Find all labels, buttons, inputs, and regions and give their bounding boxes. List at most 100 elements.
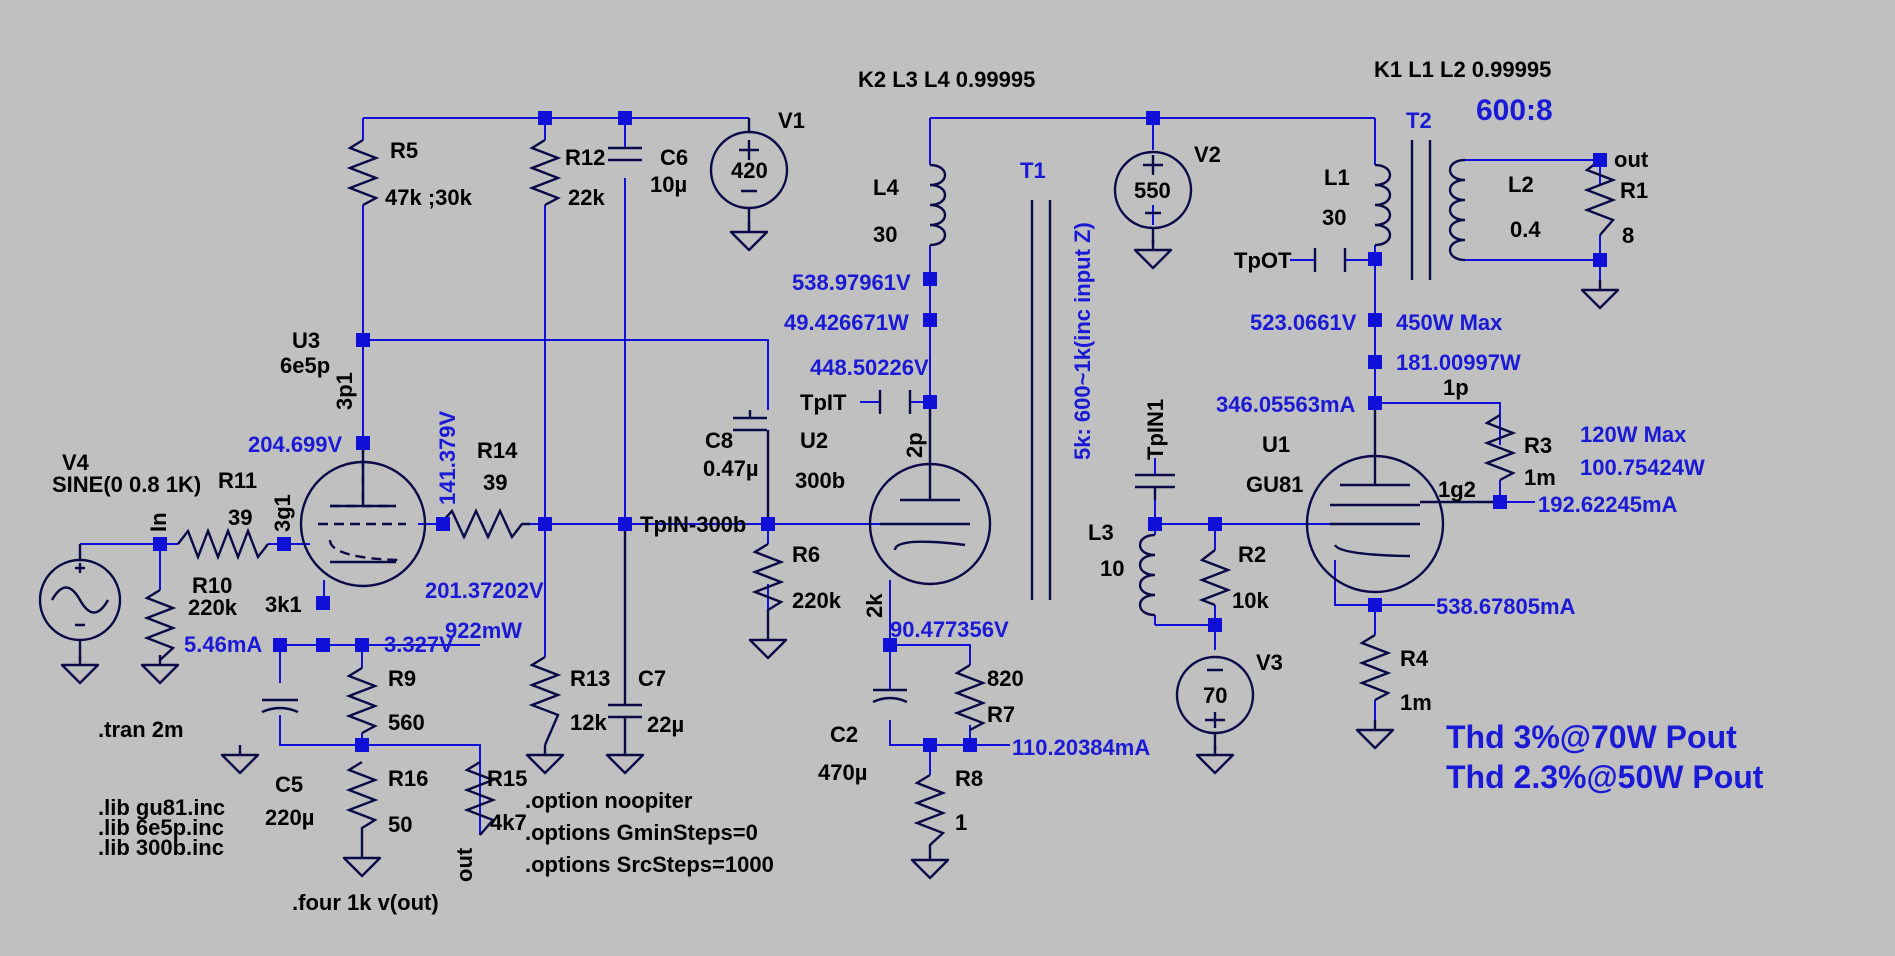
c7-name: C7 (638, 666, 666, 691)
c7-value: 22µ (647, 712, 684, 737)
l1-name: L1 (1324, 165, 1350, 190)
directive-lib-gu81[interactable]: .lib gu81.inc (98, 795, 225, 820)
r2-value: 10k (1232, 588, 1269, 613)
r14-name: R14 (477, 438, 518, 463)
r1-value: 8 (1622, 223, 1634, 248)
c5-name: C5 (275, 772, 303, 797)
r13-symbol[interactable] (528, 655, 562, 746)
l4-symbol[interactable] (929, 163, 947, 247)
readout-max-g2: 120W Max (1580, 422, 1687, 447)
u1-model: GU81 (1246, 472, 1303, 497)
r4-symbol[interactable] (1358, 633, 1392, 702)
net-out-2: out (452, 847, 477, 882)
l2-name: L2 (1508, 172, 1534, 197)
t2-ratio: 600:8 (1476, 94, 1553, 127)
r10-symbol[interactable] (143, 588, 177, 661)
v2-name: V2 (1194, 142, 1221, 167)
readout-p-u1: 181.00997W (1396, 350, 1521, 375)
r16-value: 50 (388, 812, 412, 837)
u2-name: U2 (800, 428, 828, 453)
r16-symbol[interactable] (345, 760, 379, 848)
r3-name: R3 (1524, 433, 1552, 458)
c6-name: C6 (660, 145, 688, 170)
r5-value: 47k ;30k (385, 185, 473, 210)
r5-name: R5 (390, 138, 418, 163)
u1-grid2-pin: 1g2 (1438, 477, 1476, 502)
notes: Thd 3%@70W Pout Thd 2.3%@50W Pout (1446, 719, 1764, 795)
c5-value: 220µ (265, 805, 314, 830)
r9-symbol[interactable] (345, 666, 379, 735)
l3-symbol[interactable] (1138, 533, 1156, 617)
r14-value: 39 (483, 470, 507, 495)
net-tpit: TpIT (800, 390, 847, 415)
r10-name: R10 (192, 573, 232, 598)
readout-p-g2: 100.75424W (1580, 455, 1705, 480)
t1-core (1030, 200, 1052, 600)
k1-coupling: K1 L1 L2 0.99995 (1374, 57, 1551, 82)
u3-name: U3 (292, 328, 320, 353)
junctions (153, 111, 1607, 752)
r2-symbol[interactable] (1198, 549, 1232, 607)
directive-four[interactable]: .four 1k v(out) (292, 890, 439, 915)
r15-name: R15 (487, 766, 527, 791)
directive-srcsteps[interactable]: .options SrcSteps=1000 (525, 852, 774, 877)
r7-symbol[interactable] (953, 663, 987, 732)
readout-v-l1: 523.0661V (1250, 310, 1357, 335)
c8-value: 0.47µ (703, 456, 759, 481)
directive-gminsteps[interactable]: .options GminSteps=0 (525, 820, 758, 845)
r11-symbol[interactable] (177, 527, 269, 561)
r3-symbol[interactable] (1483, 413, 1517, 482)
directive-lib-6e5p[interactable]: .lib 6e5p.inc (98, 815, 224, 840)
readout-p-u2: 49.426671W (784, 310, 909, 335)
l2-symbol[interactable] (1448, 158, 1466, 262)
c6-symbol[interactable] (608, 146, 642, 162)
r12-name: R12 (565, 145, 605, 170)
u2-cathode-pin: 2k (862, 593, 887, 618)
r12-symbol[interactable] (528, 138, 562, 207)
c5-symbol[interactable] (261, 698, 299, 714)
t2-core (1410, 140, 1432, 280)
v3-name: V3 (1256, 650, 1283, 675)
readout-i-g2: 192.62245mA (1538, 492, 1678, 517)
c7-symbol[interactable] (608, 524, 642, 745)
readout-v-u2-plate: 448.50226V (810, 355, 929, 380)
net-tpot: TpOT (1234, 248, 1292, 273)
directive-tran[interactable]: .tran 2m (98, 717, 184, 742)
r8-symbol[interactable] (913, 773, 947, 850)
c8-symbol[interactable] (733, 410, 770, 524)
r6-value: 220k (792, 588, 842, 613)
readout-v-r14: 201.37202V (425, 578, 544, 603)
r1-name: R1 (1620, 178, 1648, 203)
r15-symbol[interactable] (463, 760, 497, 836)
readout-v-u3-k: 3.327V (384, 632, 454, 657)
readout-i-u1-plate: 346.05563mA (1216, 392, 1356, 417)
t2-name: T2 (1406, 108, 1432, 133)
r3-value: 1m (1524, 465, 1556, 490)
r14-symbol[interactable] (439, 508, 530, 540)
readouts: 204.699V 141.379V 201.37202V 922mW 5.46m… (184, 270, 1705, 760)
u3-cathode-pin: 3k1 (265, 592, 302, 617)
readout-i-u3-k: 5.46mA (184, 632, 262, 657)
net-tpin300b: TpIN-300b (640, 512, 746, 537)
component-labels: V1 420 V2 550 V3 70 V4 SINE(0 0.8 1K) R5… (52, 57, 1649, 882)
r15-value: 4k7 (490, 810, 527, 835)
r11-name: R11 (218, 468, 257, 493)
r5-symbol[interactable] (346, 138, 380, 207)
r6-symbol[interactable] (751, 542, 785, 630)
v2-value: 550 (1134, 178, 1171, 203)
r7-name: R7 (987, 702, 1015, 727)
c2-value: 470µ (818, 760, 867, 785)
directive-option-noopiter[interactable]: .option noopiter (525, 788, 693, 813)
r4-name: R4 (1400, 646, 1429, 671)
r1-symbol[interactable] (1583, 159, 1617, 236)
u1-plate-pin: 1p (1443, 375, 1469, 400)
u3-model: 6e5p (280, 353, 330, 378)
r11-value: 39 (228, 505, 252, 530)
tpin1-cap[interactable] (1135, 473, 1175, 500)
directive-lib-300b[interactable]: .lib 300b.inc (98, 835, 224, 860)
c8-name: C8 (705, 428, 733, 453)
c2-symbol[interactable] (872, 688, 908, 704)
l3-name: L3 (1088, 520, 1114, 545)
l1-symbol[interactable] (1374, 163, 1392, 247)
u1-name: U1 (1262, 432, 1290, 457)
